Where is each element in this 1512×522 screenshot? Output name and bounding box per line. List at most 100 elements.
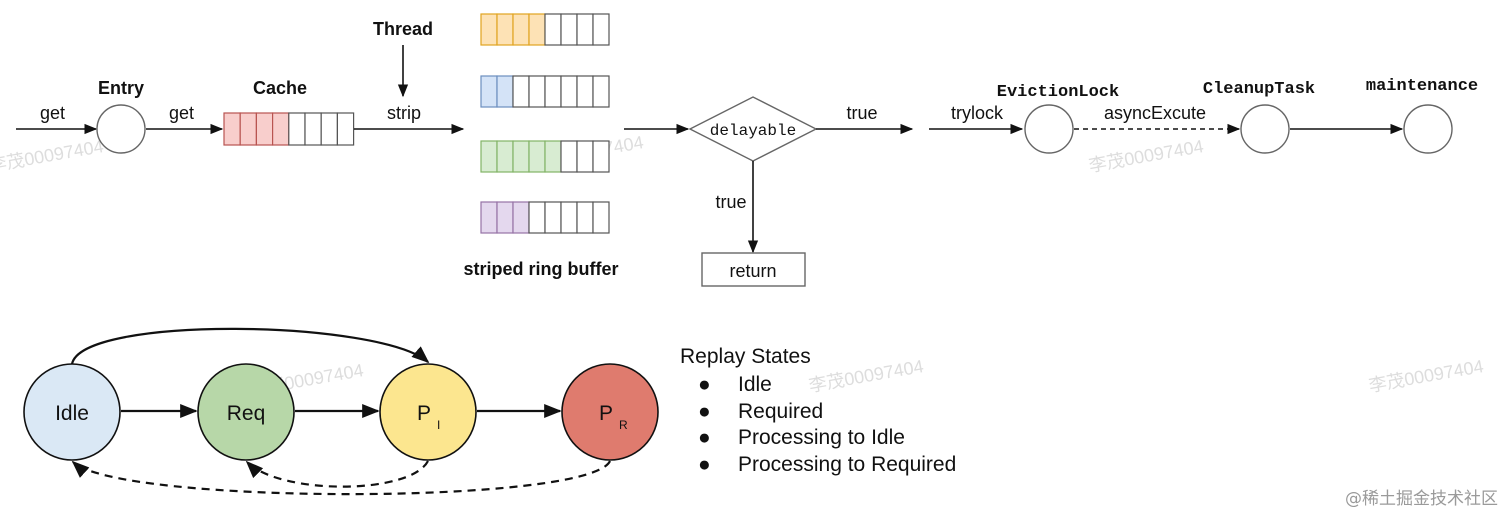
buffer-cell-filled (255, 112, 274, 146)
state-label: P (417, 402, 431, 425)
buffer-cell-empty (576, 140, 594, 173)
state-circle (379, 363, 477, 461)
buffer-cell-empty (304, 112, 322, 146)
buffer-cell-filled (528, 140, 546, 173)
legend-item-label: Processing to Idle (738, 426, 905, 449)
legend-item: ● Idle (680, 372, 956, 399)
state-subscript: I (437, 418, 440, 432)
legend-item-label: Idle (738, 373, 772, 396)
ring-buffer (480, 201, 610, 234)
label-eviction-lock: EvictionLock (997, 83, 1119, 102)
buffer-cell-empty (576, 201, 594, 234)
footer-watermark: @稀土掘金技术社区 (1345, 489, 1498, 509)
buffer-cell-empty (512, 75, 530, 108)
watermark: 李茂00097404 (1087, 136, 1205, 176)
watermark: 李茂00097404 (1367, 356, 1485, 396)
buffer-cell-filled (223, 112, 241, 146)
buffer-cell-filled (480, 13, 498, 46)
buffer-cell-filled (496, 75, 514, 108)
buffer-cell-empty (560, 140, 578, 173)
label-cache: Cache (253, 78, 307, 98)
arrow-pi-to-req (245, 460, 429, 488)
state-subscript: R (619, 418, 628, 432)
buffer-cell-empty (576, 13, 594, 46)
buffer-cell-empty (544, 13, 562, 46)
state-circle (197, 363, 295, 461)
legend-title: Replay States (680, 345, 811, 368)
state-label: P (599, 402, 613, 425)
buffer-cell-empty (544, 75, 562, 108)
buffer-cell-filled (512, 140, 530, 173)
ring-buffer (480, 140, 610, 173)
label-striped-ring-buffer: striped ring buffer (463, 259, 618, 279)
buffer-cell-empty (592, 75, 610, 108)
buffer-cell-filled (528, 13, 546, 46)
label-get-in: get (40, 103, 65, 123)
label-true-down: true (715, 192, 746, 212)
buffer-cell-empty (560, 75, 578, 108)
legend-list: ● Idle ● Required ● Processing to Idle ● Pro… (680, 372, 956, 478)
entry-node (96, 104, 146, 154)
buffer-cell-filled (496, 13, 514, 46)
label-return: return (729, 261, 776, 281)
buffer-cell-empty (592, 13, 610, 46)
state-idle: Idle (23, 363, 121, 461)
bullet-icon: ● (698, 373, 711, 396)
bullet-icon: ● (698, 452, 711, 476)
return-box (701, 252, 806, 287)
replay-legend: Replay States ● Idle ● Required ● Processin… (680, 343, 956, 478)
cache-buffer (223, 112, 355, 146)
watermark: 李茂00097404 (0, 136, 105, 176)
striped-ring-buffers (480, 13, 610, 234)
buffer-cell-filled (480, 140, 498, 173)
state-circle (561, 363, 659, 461)
label-thread: Thread (373, 19, 433, 39)
state-label: Req (227, 402, 266, 425)
buffer-cell-filled (480, 75, 498, 108)
cleanup-task-node (1240, 104, 1290, 154)
legend-item-label: Processing to Required (738, 452, 957, 476)
arrow-pr-to-idle (71, 460, 611, 496)
legend-item: ● Required (680, 399, 956, 426)
buffer-cell-empty (576, 75, 594, 108)
eviction-lock-node (1024, 104, 1074, 154)
bullet-icon: ● (698, 399, 711, 423)
buffer-cell-empty (288, 112, 306, 146)
buffer-cell-empty (544, 201, 562, 234)
buffer-cell-filled (544, 140, 562, 173)
buffer-cell-empty (320, 112, 339, 146)
label-trylock: trylock (951, 103, 1004, 123)
bullet-icon: ● (698, 426, 711, 449)
buffer-cell-filled (512, 201, 530, 234)
label-async-excute: asyncExcute (1104, 103, 1206, 123)
maintenance-node (1403, 104, 1453, 154)
label-maintenance: maintenance (1366, 77, 1478, 96)
buffer-cell-empty (528, 201, 546, 234)
state-circle (23, 363, 121, 461)
buffer-cell-filled (496, 140, 514, 173)
legend-item: ● Processing to Required (680, 452, 956, 479)
buffer-cell-filled (512, 13, 530, 46)
ring-buffer (480, 75, 610, 108)
legend-item-label: Required (738, 399, 824, 423)
buffer-cell-empty (560, 201, 578, 234)
buffer-cell-empty (592, 201, 610, 234)
buffer-cell-empty (560, 13, 578, 46)
buffer-cell-empty (528, 75, 546, 108)
label-strip: strip (387, 103, 421, 123)
buffer-cell-filled (239, 112, 257, 146)
label-get-to-cache: get (169, 103, 194, 123)
buffer-cell-filled (480, 201, 498, 234)
state-req: Req (197, 363, 295, 461)
label-cleanup-task: CleanupTask (1203, 80, 1315, 99)
buffer-cell-filled (496, 201, 514, 234)
buffer-cell-empty (592, 140, 610, 173)
buffer-cell-filled (272, 112, 290, 146)
legend-item: ● Processing to Idle (680, 425, 956, 452)
label-entry: Entry (98, 78, 144, 98)
label-delayable: delayable (710, 122, 796, 140)
